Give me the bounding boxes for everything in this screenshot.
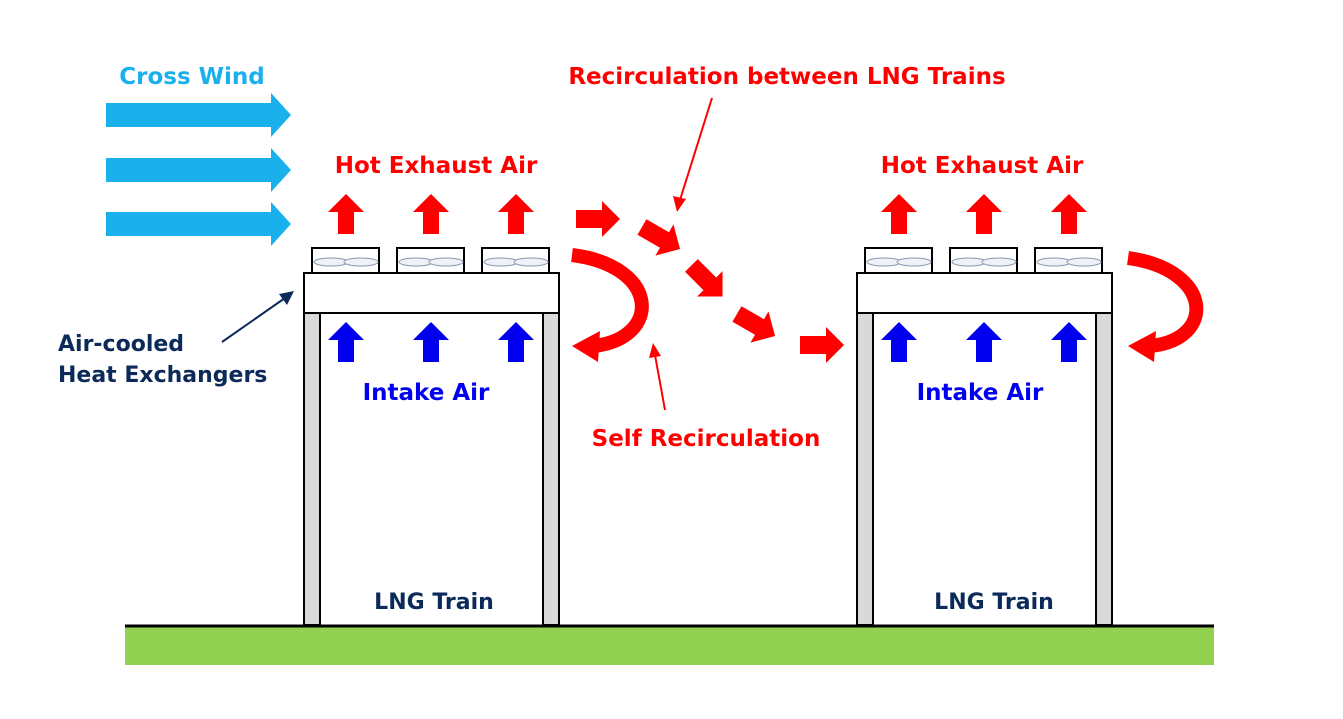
train-label-left: LNG Train <box>374 590 494 615</box>
self-recirculation-left <box>571 248 649 362</box>
lng-train-left <box>303 247 560 626</box>
lng-train-right <box>856 247 1113 626</box>
arrow-right-icon <box>678 252 736 310</box>
intake-label-left: Intake Air <box>363 380 490 406</box>
curved-arrow-icon <box>1126 251 1204 353</box>
intake-arrows-right <box>881 322 1087 362</box>
intake-label-right: Intake Air <box>917 380 1044 406</box>
arrow-up-icon <box>881 194 917 234</box>
arrow-right-icon <box>727 298 785 352</box>
exhaust-arrows-right <box>881 194 1087 234</box>
arrow-right-icon <box>800 327 844 363</box>
arrow-up-icon <box>881 322 917 362</box>
intake-arrows-left <box>328 322 534 362</box>
pointer-self-recirc <box>649 343 666 411</box>
arrow-right-icon <box>106 202 291 246</box>
cross-wind-arrows <box>106 93 291 246</box>
self-recirc-label: Self Recirculation <box>592 426 821 452</box>
hot-exhaust-label-left: Hot Exhaust Air <box>335 153 538 179</box>
fan-unit <box>864 247 933 274</box>
self-recirculation-right <box>1126 251 1204 362</box>
exhaust-arrows-left <box>328 194 534 234</box>
fan-unit <box>1034 247 1103 274</box>
train-label-right: LNG Train <box>934 590 1054 615</box>
arrow-up-icon <box>1051 194 1087 234</box>
arrow-right-icon <box>106 93 291 137</box>
air-cooled-label-line2: Heat Exchangers <box>58 363 267 388</box>
fan-unit <box>949 247 1018 274</box>
arrow-up-icon <box>966 322 1002 362</box>
arrow-up-icon <box>966 194 1002 234</box>
arrow-up-icon <box>413 194 449 234</box>
curved-arrow-icon <box>571 248 649 353</box>
pointer-recirc-between <box>673 97 713 212</box>
cross-wind-label: Cross Wind <box>119 64 265 90</box>
fan-unit <box>481 247 550 274</box>
pointer-air-cooled <box>221 291 294 343</box>
arrow-up-icon <box>328 194 364 234</box>
arrow-right-icon <box>106 148 291 192</box>
arrow-right-icon <box>632 211 690 265</box>
arrow-up-icon <box>498 322 534 362</box>
arrow-up-icon <box>328 322 364 362</box>
heat-exchanger-right <box>856 247 1113 314</box>
arrow-up-icon <box>413 322 449 362</box>
hot-exhaust-label-right: Hot Exhaust Air <box>881 153 1084 179</box>
arrow-right-icon <box>576 201 620 237</box>
fan-unit <box>396 247 465 274</box>
arrow-up-icon <box>498 194 534 234</box>
heat-exchanger-left <box>303 247 560 314</box>
arrow-up-icon <box>1051 322 1087 362</box>
air-cooled-label-line1: Air-cooled <box>58 332 184 357</box>
ground <box>125 624 1214 665</box>
recirc-between-label: Recirculation between LNG Trains <box>568 64 1005 90</box>
fan-unit <box>311 247 380 274</box>
